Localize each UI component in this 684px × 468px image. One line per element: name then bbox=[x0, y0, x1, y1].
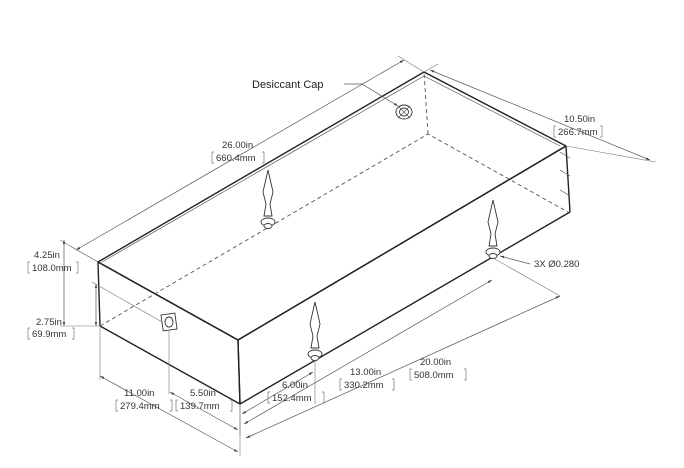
hole1-mm-label: 152.4mm bbox=[272, 393, 312, 404]
hole3-mm-label: 508.0mm bbox=[414, 370, 454, 381]
cap-height-mm-label: 69.9mm bbox=[32, 329, 66, 340]
hole1-in-label: 6.00in bbox=[282, 380, 308, 391]
mounting-bolt-3 bbox=[307, 301, 323, 361]
width-in-label: 10.50in bbox=[564, 114, 595, 125]
mounting-bolt-1 bbox=[260, 169, 276, 229]
length-in-label: 26.00in bbox=[222, 140, 253, 151]
top-face bbox=[97, 71, 567, 341]
cap-offset-mm-label: 139.7mm bbox=[180, 401, 220, 412]
cap-height-in-label: 2.75in bbox=[36, 317, 62, 328]
front-face bbox=[237, 145, 571, 405]
cap-offset-in-label: 5.50in bbox=[190, 388, 216, 399]
height-in-label: 4.25in bbox=[34, 250, 60, 261]
labels: Desiccant Cap 3X Ø0.280 26.00in 660.4mm … bbox=[32, 79, 598, 412]
length-mm-label: 660.4mm bbox=[216, 153, 256, 164]
desiccant-cap-top bbox=[395, 104, 413, 120]
dimension-lines bbox=[59, 55, 657, 456]
cap-width-in-label: 11.00in bbox=[124, 388, 154, 399]
mm-brackets bbox=[27, 125, 603, 412]
desiccant-cap-side bbox=[160, 312, 178, 332]
cap-width-mm-label: 279.4mm bbox=[120, 401, 160, 412]
desiccant-cap-label: Desiccant Cap bbox=[252, 79, 324, 91]
hole-note-label: 3X Ø0.280 bbox=[534, 259, 579, 270]
height-mm-label: 108.0mm bbox=[32, 263, 72, 274]
mounting-bolt-2 bbox=[485, 199, 501, 259]
width-mm-label: 266.7mm bbox=[558, 127, 598, 138]
hole2-in-label: 13.00in bbox=[350, 367, 381, 378]
hole3-in-label: 20.00in bbox=[420, 357, 451, 368]
hole2-mm-label: 330.2mm bbox=[344, 380, 384, 391]
hidden-edges bbox=[99, 71, 569, 327]
